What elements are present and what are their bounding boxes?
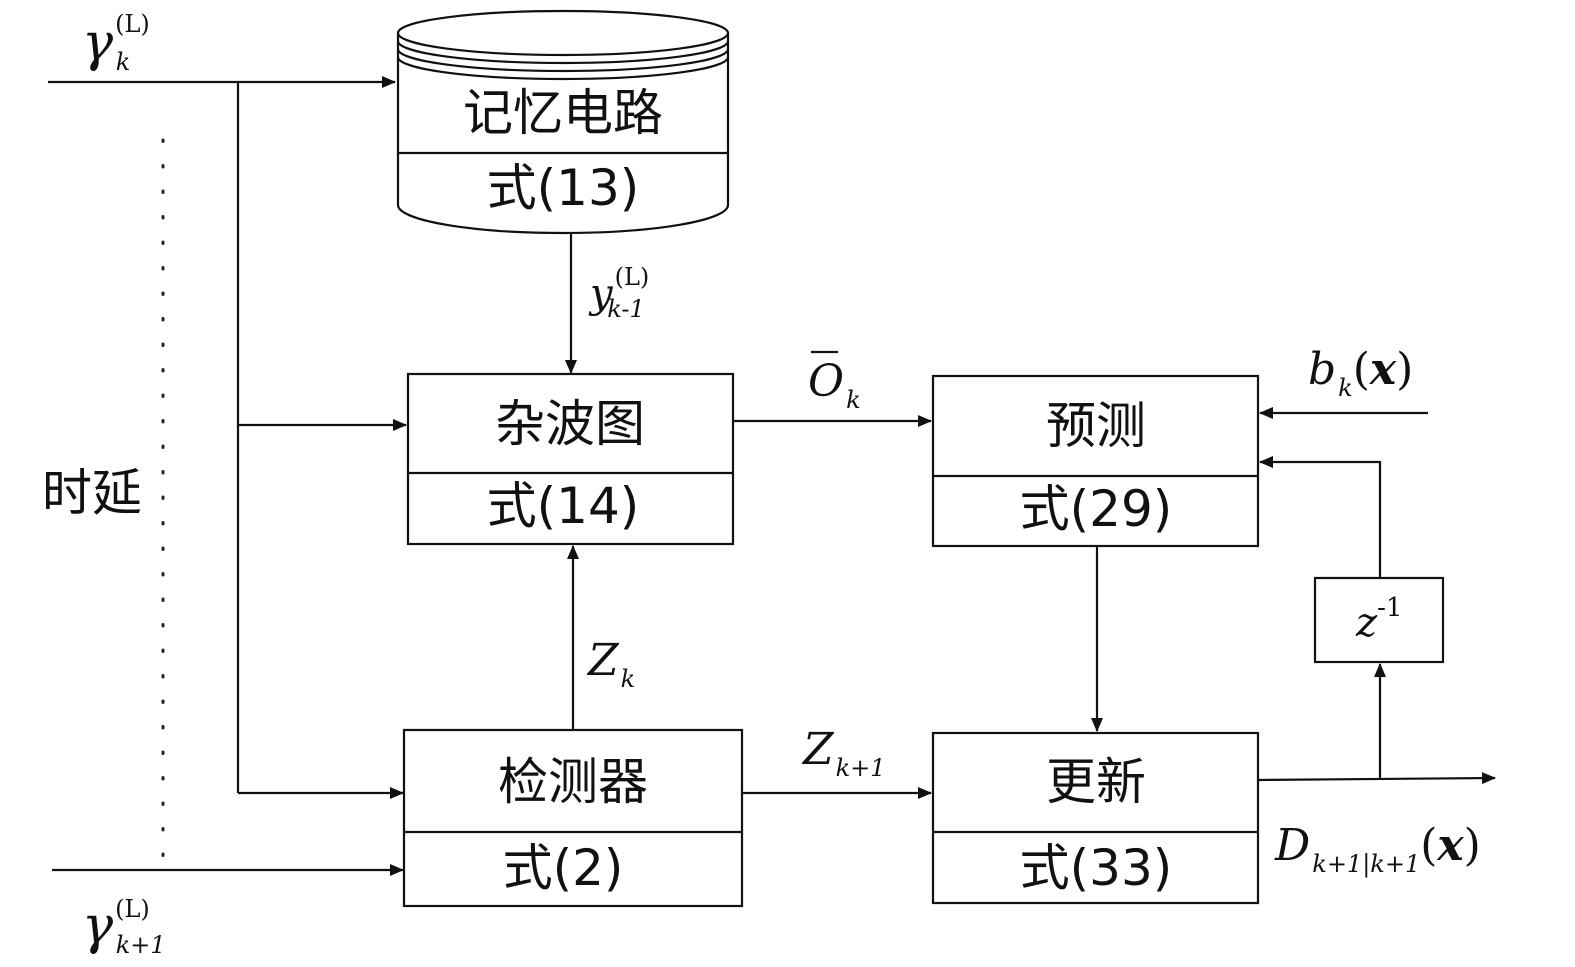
- zk1-signal-label: Zk+1: [801, 724, 886, 782]
- update-block: 更新 式(33): [931, 731, 1260, 905]
- update-eq: 式(33): [1020, 839, 1173, 897]
- bk-signal-label: bk(x): [1308, 344, 1413, 402]
- zk-signal-label: Zk: [586, 635, 635, 693]
- memory-circuit-block: 记忆电路 式(13): [396, 9, 730, 235]
- delay-z-block: z-1: [1313, 576, 1445, 664]
- gamma-k1-label: γ(L)k+1: [82, 895, 166, 959]
- detector-eq: 式(2): [503, 839, 624, 897]
- predict-title: 预测: [1046, 397, 1146, 455]
- delay-z-sup: -1: [1377, 593, 1402, 623]
- prediction-block: 预测 式(29): [931, 374, 1260, 548]
- obar-signal-label: Ok: [808, 350, 861, 414]
- detector-title: 检测器: [498, 753, 648, 811]
- gamma-k-label: γ(L)k: [82, 10, 150, 76]
- delay-label: 时延: [42, 464, 142, 522]
- clutter-eq: 式(14): [487, 477, 640, 535]
- feedback-to-prediction-arrow: [1259, 456, 1382, 578]
- y-signal-label: y(L)k-1: [588, 263, 649, 323]
- update-title: 更新: [1046, 753, 1146, 811]
- d-output-label: Dk+1|k+1(x): [1274, 820, 1481, 879]
- clutter-title: 杂波图: [495, 395, 645, 453]
- memory-eq: 式(13): [487, 159, 640, 217]
- predict-eq: 式(29): [1020, 480, 1173, 538]
- svg-text:z-1: z-1: [1355, 593, 1402, 646]
- update-output-arrow: [1257, 772, 1496, 785]
- detector-block: 检测器 式(2): [402, 728, 744, 908]
- memory-title: 记忆电路: [463, 84, 663, 142]
- clutter-map-block: 杂波图 式(14): [406, 372, 735, 546]
- delay-z-base: z: [1355, 600, 1378, 646]
- svg-text:Ok: Ok: [808, 356, 861, 414]
